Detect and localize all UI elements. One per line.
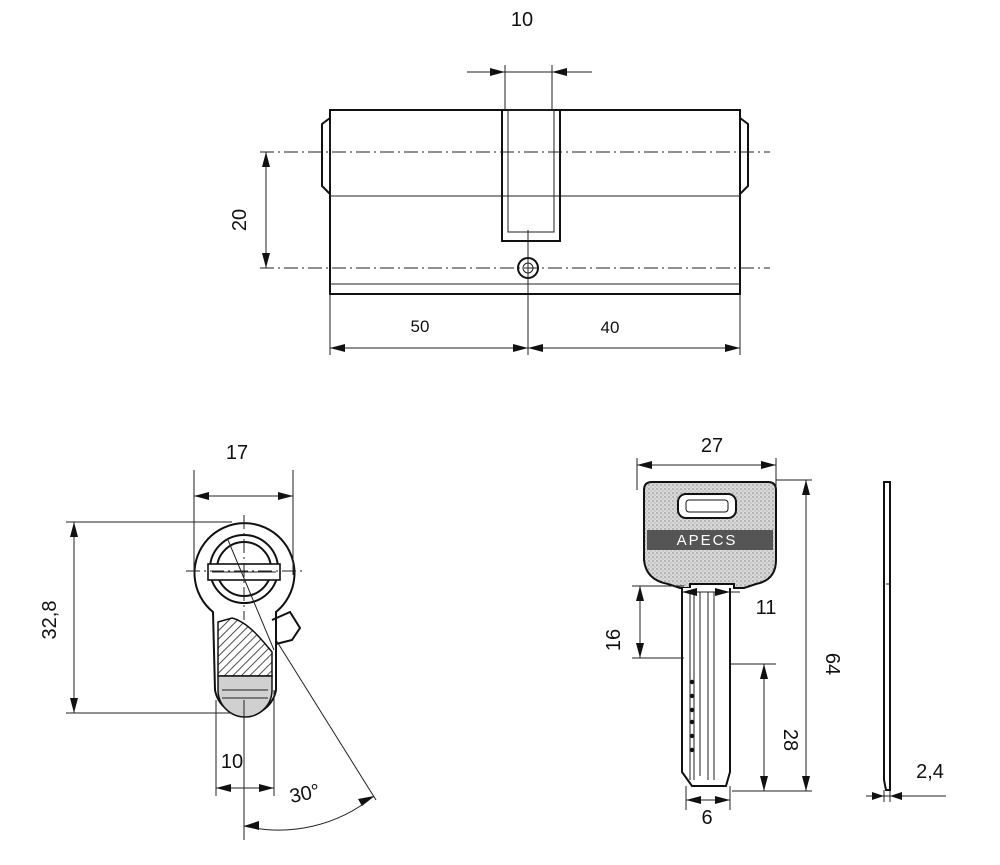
dim-profile-height: 32,8 (39, 601, 61, 640)
left-end-cap (321, 117, 331, 195)
dim-key-blade-lower: 28 (779, 729, 801, 751)
cylinder-side-view: 10 20 50 40 (229, 9, 770, 355)
key-head-hole (677, 493, 737, 519)
dim-profile-width: 17 (226, 442, 248, 464)
key-brand: APECS (677, 532, 738, 549)
cam-profile (271, 610, 302, 645)
dim-height: 20 (229, 209, 251, 231)
dim-key-blade-width-top: 11 (756, 597, 777, 619)
hatched-section (217, 617, 273, 677)
dim-key-thickness: 2,4 (916, 761, 944, 783)
dim-key-tip-width: 6 (701, 807, 712, 829)
dim-length-b: 40 (601, 318, 620, 337)
key-blade (681, 588, 731, 787)
dim-key-blade-upper: 16 (603, 629, 625, 651)
dim-profile-bottom: 10 (221, 751, 243, 773)
cylinder-body (329, 109, 741, 295)
dim-key-length: 64 (821, 653, 843, 675)
dim-angle: 30° (288, 780, 322, 808)
key-brand-band (647, 530, 773, 550)
key-view: APECS 27 64 16 (603, 435, 843, 829)
dim-key-head-width: 27 (701, 435, 723, 457)
dim-length-a: 50 (411, 317, 430, 336)
right-end-cap (739, 117, 749, 195)
key-edge-view: 2,4 (866, 481, 946, 802)
cam-slot (501, 109, 561, 242)
dim-cam-width: 10 (511, 9, 533, 31)
cylinder-profile-view: 17 32,8 10 30° (39, 442, 377, 840)
key-edge (883, 481, 891, 791)
